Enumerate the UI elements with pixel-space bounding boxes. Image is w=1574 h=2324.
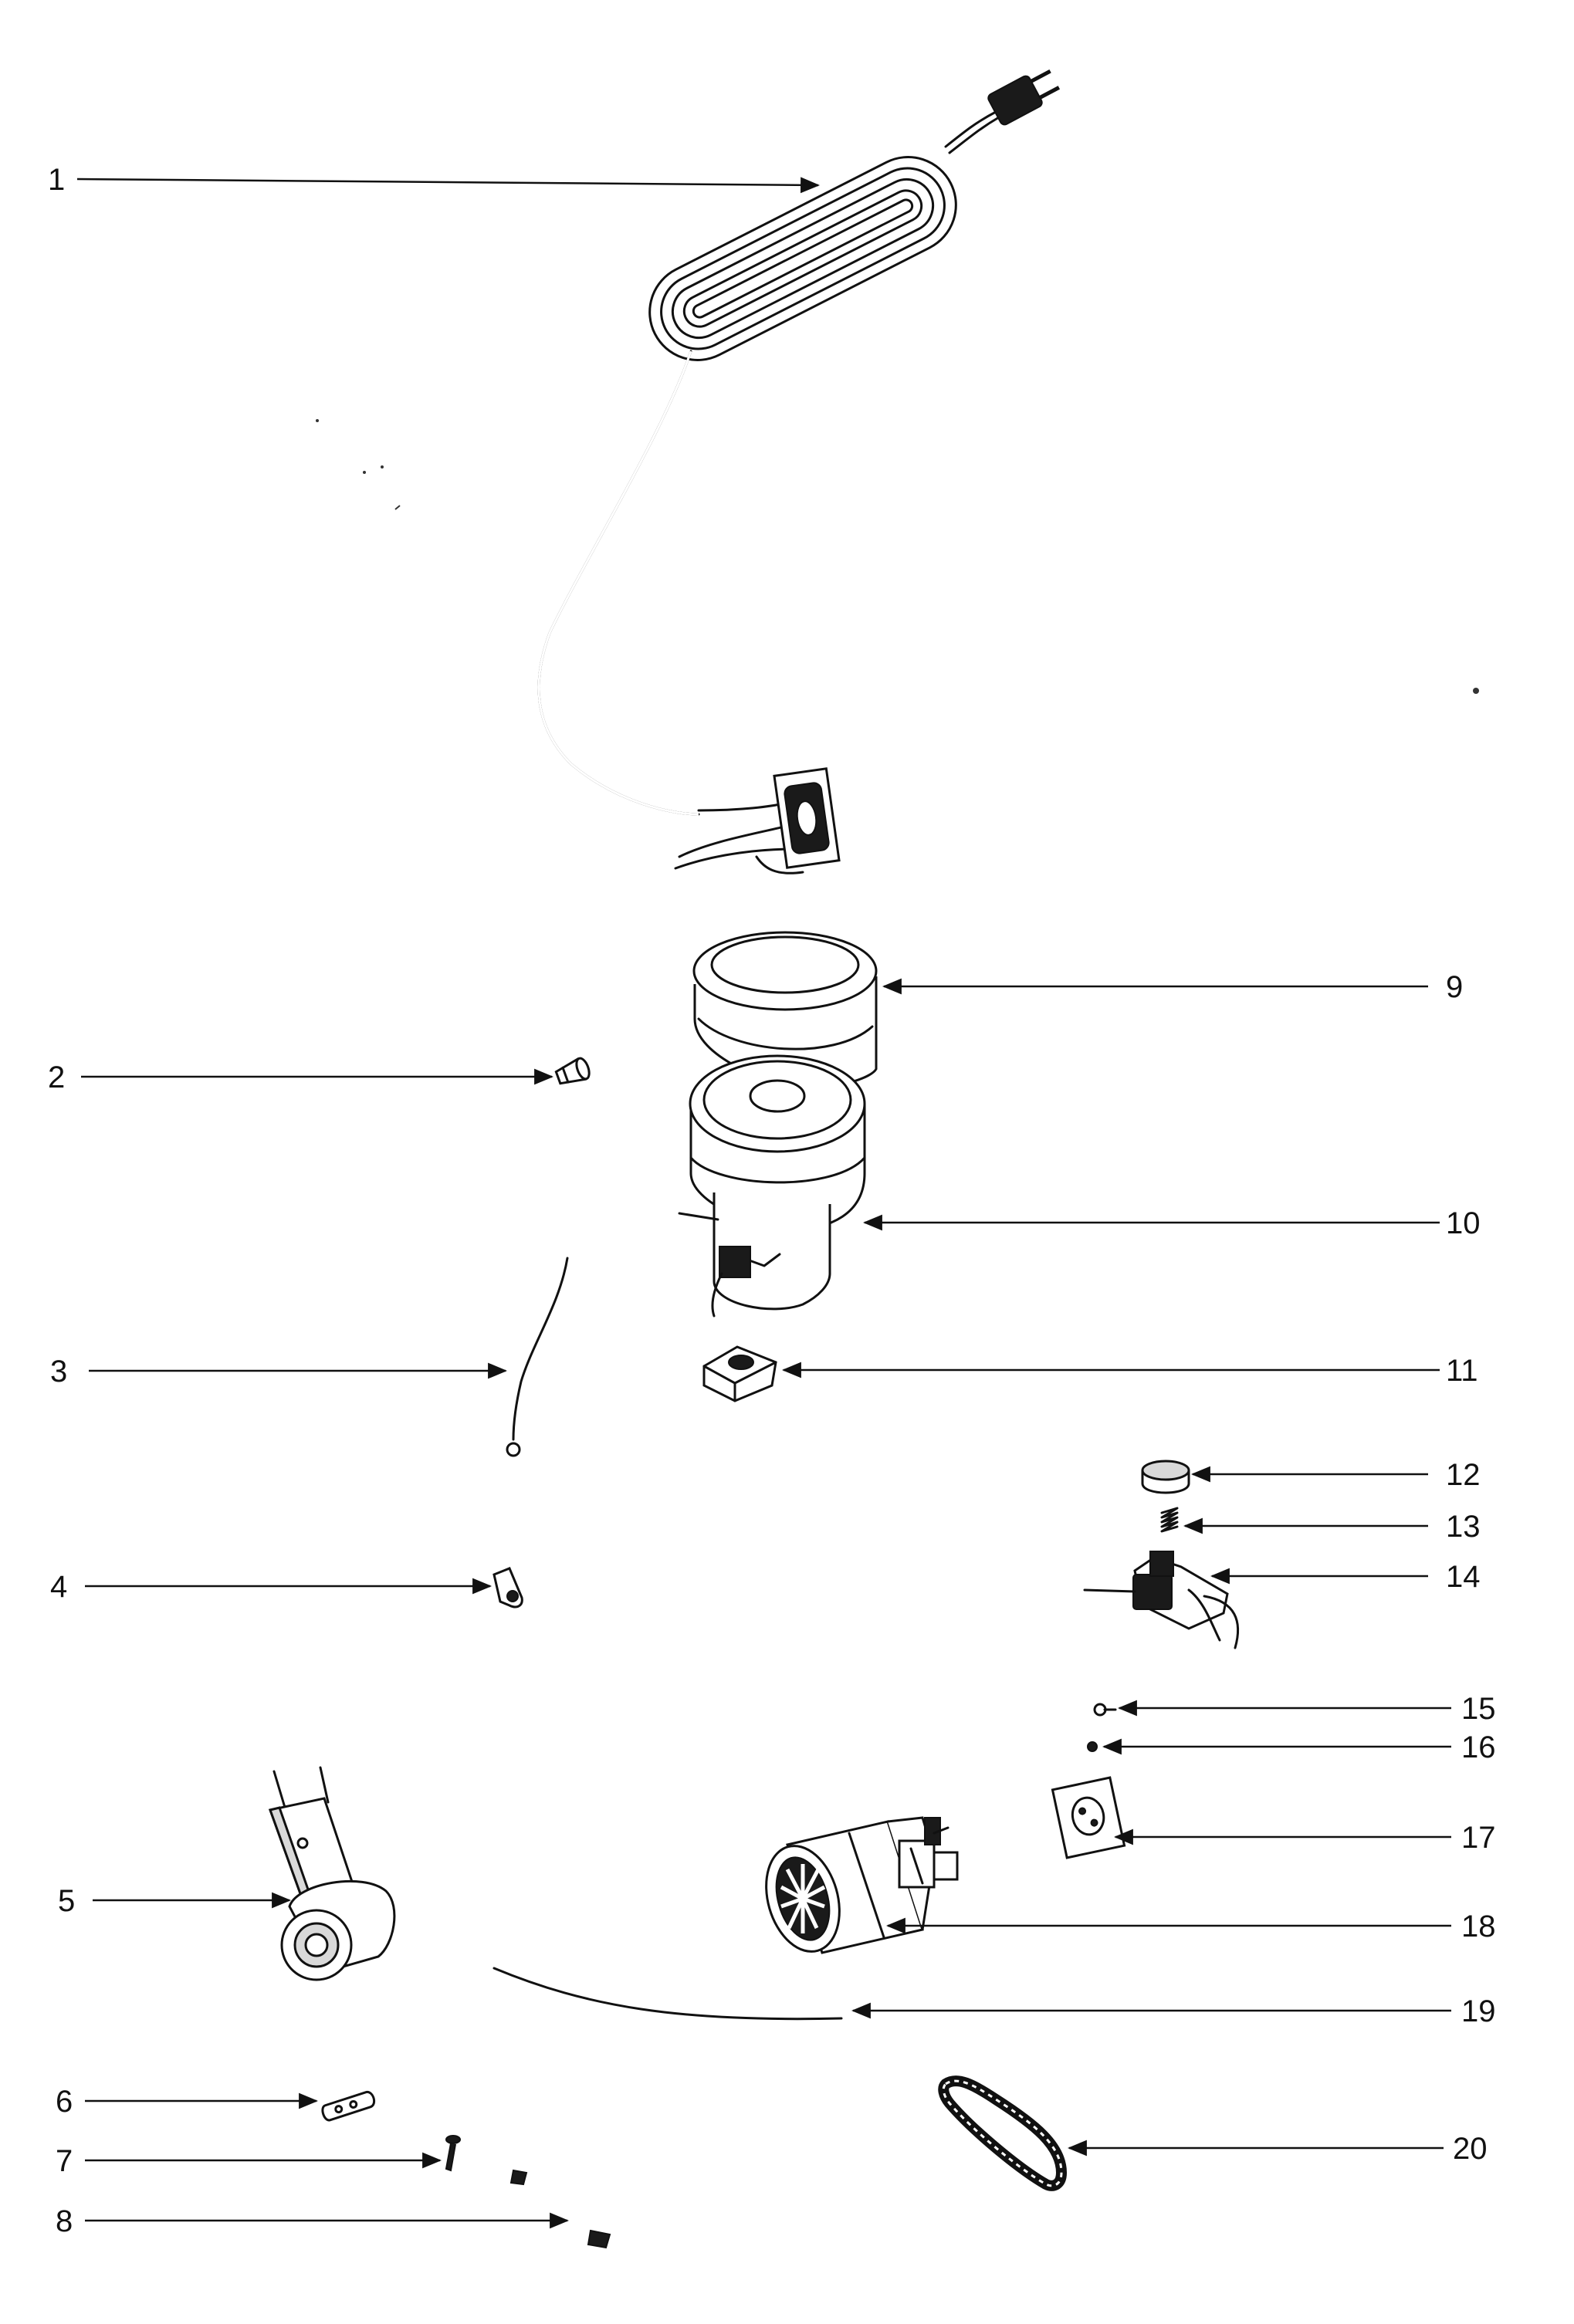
callout-15: 15 — [1461, 1692, 1496, 1726]
part-15-screw — [1093, 1703, 1117, 1717]
part-14-switch — [1083, 1551, 1240, 1649]
part-6-clip — [321, 2091, 376, 2122]
callout-4: 4 — [50, 1570, 67, 1604]
part-11-motor-mount — [702, 1345, 777, 1402]
part-18-brush-roll — [765, 1816, 959, 1954]
callout-1: 1 — [48, 163, 65, 197]
callout-7: 7 — [56, 2144, 73, 2178]
callout-19: 19 — [1461, 1994, 1496, 2028]
part-10-motor — [678, 1054, 866, 1318]
callout-8: 8 — [56, 2204, 73, 2238]
stray-specks — [316, 419, 1479, 694]
part-19-curved-strip — [493, 1967, 843, 2021]
part-16-washer — [1087, 1741, 1098, 1752]
callout-20: 20 — [1453, 2132, 1488, 2166]
part-20-belt — [938, 2075, 1068, 2191]
callout-10: 10 — [1446, 1206, 1481, 1240]
part-12-switch-cap — [1141, 1460, 1190, 1494]
part-5-handle-pivot — [269, 1766, 396, 1981]
leader-lines — [76, 177, 1451, 2229]
part-3-ground-wire — [506, 1257, 569, 1457]
part-8-bracket — [509, 2124, 613, 2249]
callout-14: 14 — [1446, 1560, 1481, 1594]
part-2-wire-nut — [554, 1057, 591, 1085]
part-7-screw — [445, 2135, 461, 2172]
callout-18: 18 — [1461, 1910, 1496, 1943]
callout-17: 17 — [1461, 1821, 1496, 1855]
callout-16: 16 — [1461, 1730, 1496, 1764]
callout-2: 2 — [48, 1061, 65, 1094]
callout-9: 9 — [1446, 970, 1463, 1004]
part-1-power-cord — [537, 69, 1061, 874]
callout-3: 3 — [50, 1355, 67, 1389]
part-4-cable-clamp — [493, 1567, 523, 1609]
callout-6: 6 — [56, 2085, 73, 2119]
callout-labels: 1 2 3 4 5 6 7 8 9 10 11 12 13 14 15 16 1… — [48, 163, 1496, 2238]
callout-11: 11 — [1446, 1354, 1478, 1388]
callout-5: 5 — [58, 1884, 75, 1918]
callout-13: 13 — [1446, 1510, 1481, 1544]
part-13-spring — [1160, 1507, 1179, 1533]
part-17-mounting-plate — [1051, 1776, 1126, 1859]
callout-12: 12 — [1446, 1458, 1481, 1492]
leader-1 — [76, 177, 821, 194]
